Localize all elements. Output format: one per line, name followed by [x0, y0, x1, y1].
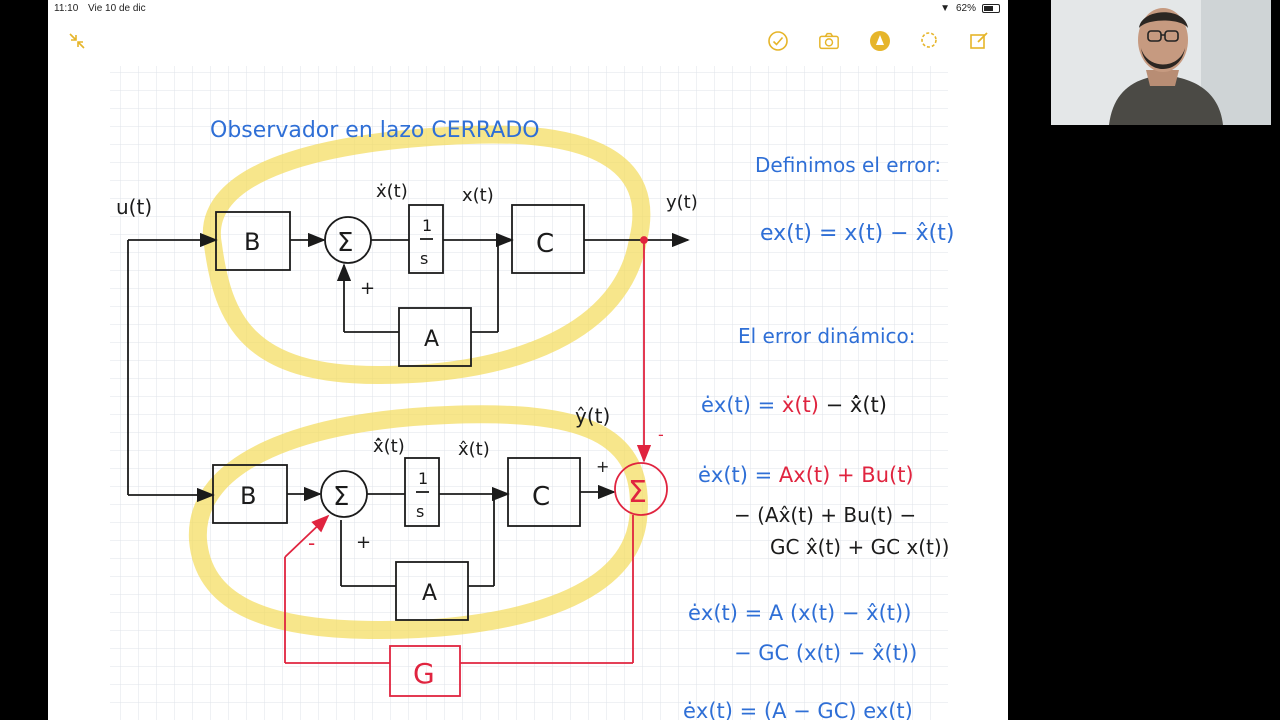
- note-eq4: ėx(t) = (A − GC) ex(t): [683, 699, 913, 720]
- check-icon[interactable]: [767, 30, 789, 52]
- label-xdot: ẋ(t): [376, 181, 408, 202]
- camera-icon[interactable]: [818, 30, 840, 52]
- plant-a-label: A: [424, 327, 439, 352]
- observer-diagram: [128, 457, 616, 621]
- plant-integrator: [408, 204, 444, 274]
- ipad-screen: 11:10 Vie 10 de dic ▼ 62%: [48, 0, 1008, 720]
- plant-sum-label: Σ: [337, 228, 353, 258]
- label-xhatdot: x̂̇(t): [373, 436, 405, 457]
- label-xhat: x̂(t): [458, 439, 490, 460]
- plant-int-den: s: [420, 249, 428, 268]
- plant-b-label: B: [244, 228, 260, 256]
- plant-block-a: [398, 307, 472, 367]
- edit-icon[interactable]: [968, 30, 990, 52]
- observer-sum-label: Σ: [333, 482, 349, 512]
- note-define-error: Definimos el error:: [755, 153, 941, 177]
- eq2-red: Ax(t) + Bu(t): [779, 463, 914, 487]
- plant-block-b: [215, 211, 291, 271]
- note-eq3-line2: − GC (x(t) − x̂(t)): [734, 641, 917, 665]
- error-sum: [614, 462, 668, 516]
- status-bar: 11:10 Vie 10 de dic ▼ 62%: [48, 0, 1008, 18]
- note-eq1: ėx(t) = ẋ(t) − x̂̇(t): [701, 393, 887, 417]
- diagram-title: Observador en lazo CERRADO: [210, 118, 540, 143]
- error-sum-label: Σ: [628, 475, 647, 510]
- plant-block-c: [511, 204, 585, 274]
- observer-plus: +: [356, 532, 371, 553]
- status-date: Vie 10 de dic: [88, 3, 146, 14]
- battery-icon: [982, 4, 1000, 13]
- note-dynamic-error: El error dinámico:: [738, 324, 916, 348]
- eq1-lhs: ėx(t) =: [701, 393, 782, 417]
- plant-plus: +: [360, 278, 375, 299]
- status-time: 11:10: [54, 3, 79, 14]
- plant-c-label: C: [536, 229, 554, 259]
- label-x: x(t): [462, 185, 494, 206]
- label-u: u(t): [116, 195, 152, 219]
- label-yhat: ŷ(t): [575, 404, 610, 428]
- observer-minus: -: [308, 531, 315, 555]
- gain-g-label: G: [413, 657, 435, 690]
- note-eq2: ėx(t) = Ax(t) + Bu(t): [698, 463, 914, 487]
- note-canvas: Observador en lazo CERRADO u(t) B Σ 1 s …: [110, 66, 954, 720]
- highlight-observer: [188, 405, 648, 640]
- error-feedback: [284, 236, 668, 697]
- wifi-icon: ▼: [940, 3, 950, 14]
- observer-int-num: 1: [418, 469, 428, 488]
- pen-circle-icon[interactable]: [869, 30, 891, 52]
- eq1-red: ẋ(t): [782, 393, 819, 417]
- presenter-video: [1051, 0, 1271, 125]
- plant-diagram: [127, 204, 690, 495]
- battery-label: 62%: [955, 3, 976, 14]
- note-error-eq: ex(t) = x(t) − x̂(t): [760, 221, 954, 246]
- note-eq2-line2: − (Ax̂(t) + Bu(t) −: [734, 503, 916, 527]
- observer-a-label: A: [422, 581, 437, 606]
- status-right: ▼ 62%: [940, 3, 1000, 14]
- observer-c-label: C: [532, 482, 550, 512]
- error-sum-minus: -: [658, 425, 664, 444]
- gain-block-g: [389, 645, 461, 697]
- eq2-lhs: ėx(t) =: [698, 463, 779, 487]
- observer-integrator: [404, 457, 440, 527]
- webcam-overlay: [1051, 0, 1271, 125]
- plant-int-num: 1: [422, 216, 432, 235]
- collapse-arrows-icon[interactable]: [66, 30, 88, 52]
- note-eq2-line3: GC x̂(t) + GC x(t)): [770, 535, 949, 559]
- observer-block-a: [395, 561, 469, 621]
- error-sum-plus: +: [596, 457, 609, 476]
- lasso-icon[interactable]: [918, 30, 940, 52]
- note-eq3-line1: ėx(t) = A (x(t) − x̂(t)): [688, 601, 911, 625]
- observer-b-label: B: [240, 482, 256, 510]
- label-y: y(t): [666, 192, 698, 213]
- observer-int-den: s: [416, 502, 424, 521]
- eq1-rest: − x̂̇(t): [819, 393, 887, 417]
